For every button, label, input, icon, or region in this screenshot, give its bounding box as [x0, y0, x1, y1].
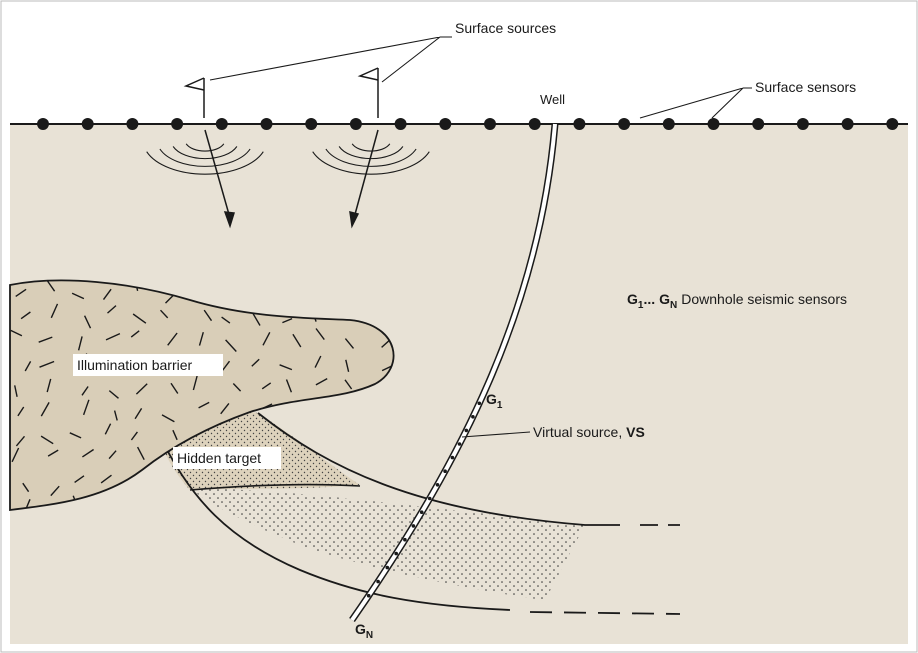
- surface-sensor-dot: [82, 118, 94, 130]
- source-flag-1: [186, 78, 204, 118]
- surface-sensor-dot: [126, 118, 138, 130]
- surface-sensor-dot: [395, 118, 407, 130]
- downhole-sensor-dot: [443, 469, 447, 473]
- downhole-sensor-dot: [478, 402, 482, 406]
- surface-sensor-dot: [752, 118, 764, 130]
- virtual-source-label: Virtual source, VS: [533, 424, 645, 440]
- downhole-sensor-dot: [451, 456, 455, 460]
- surface-sensor-dot: [439, 118, 451, 130]
- downhole-sensor-dot: [465, 429, 469, 433]
- downhole-sensor-dot: [403, 538, 407, 542]
- surface-sensor-dot: [842, 118, 854, 130]
- downhole-sensor-dot: [420, 510, 424, 514]
- downhole-sensor-dot: [386, 566, 390, 570]
- surface-sensor-dot: [886, 118, 898, 130]
- surface-sensor-dot: [618, 118, 630, 130]
- downhole-sensor-dot: [436, 483, 440, 487]
- surface-sources-label: Surface sources: [455, 20, 556, 36]
- downhole-sensor-dot: [394, 552, 398, 556]
- surface-sensor-dot: [663, 118, 675, 130]
- surface-sensor-dot: [171, 118, 183, 130]
- hidden-target-label: Hidden target: [177, 450, 261, 466]
- sensor-callout-lines: [640, 88, 752, 118]
- surface-sensor-dot: [573, 118, 585, 130]
- downhole-sensor-dot: [458, 442, 462, 446]
- surface-sensor-dot: [261, 118, 273, 130]
- surface-sensors-label: Surface sensors: [755, 79, 856, 95]
- surface-sensor-dot: [305, 118, 317, 130]
- well-label: Well: [540, 92, 565, 107]
- downhole-sensor-dot: [428, 497, 432, 501]
- surface-sensor-dot: [216, 118, 228, 130]
- surface-sensor-dot: [797, 118, 809, 130]
- surface-sensor-dot: [708, 118, 720, 130]
- source-callout-lines: [210, 37, 452, 82]
- source-flag-2: [360, 68, 378, 118]
- downhole-sensor-dot: [471, 415, 475, 419]
- surface-sensor-dot: [529, 118, 541, 130]
- downhole-sensor-dot: [376, 580, 380, 584]
- surface-sensor-dot: [484, 118, 496, 130]
- surface-sensor-dot: [37, 118, 49, 130]
- illumination-barrier-label: Illumination barrier: [77, 357, 192, 373]
- surface-sensor-dot: [350, 118, 362, 130]
- downhole-sensor-dot: [367, 594, 371, 598]
- downhole-sensor-dot: [412, 524, 416, 528]
